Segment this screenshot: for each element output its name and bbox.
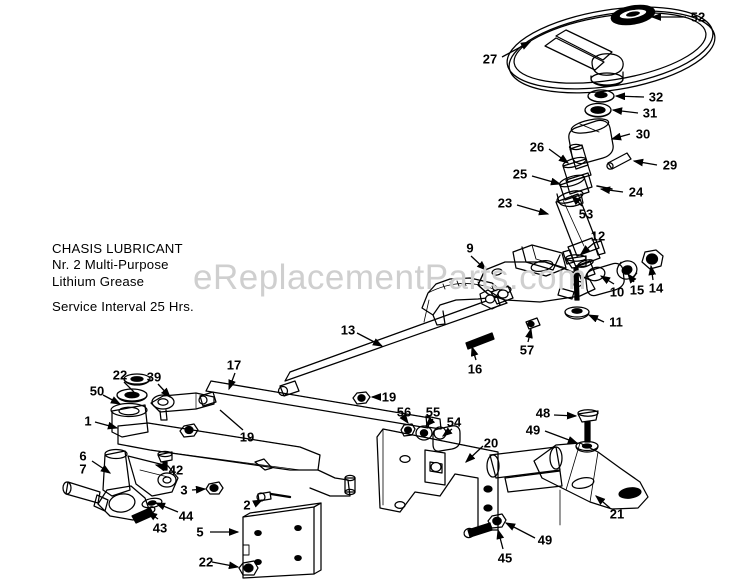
callout-55: 55: [425, 404, 441, 420]
callout-22a: 22: [112, 367, 128, 383]
washer-55: [415, 425, 433, 441]
callout-3: 3: [180, 482, 188, 498]
steering-arm-39: [150, 392, 215, 421]
steering-sector-gear: [421, 277, 501, 326]
roll-pin-29: [606, 152, 632, 170]
note-line-1: CHASIS LUBRICANT: [52, 241, 183, 256]
callout-49a: 49: [525, 422, 541, 438]
bolt-2: [256, 491, 292, 502]
lubricant-note: CHASIS LUBRICANT Nr. 2 Multi-Purpose Lit…: [52, 241, 282, 315]
steering-wheel-cap: [610, 4, 656, 26]
callout-30: 30: [635, 126, 651, 142]
callout-5: 5: [196, 524, 204, 540]
callout-32: 32: [648, 89, 664, 105]
callout-15: 15: [629, 282, 645, 298]
callout-25: 25: [512, 166, 528, 182]
callout-10: 10: [609, 284, 625, 300]
washer-22-upper: [123, 373, 151, 386]
callout-16: 16: [467, 361, 483, 377]
callout-6: 6: [79, 448, 87, 464]
frame-side-plate-20: [376, 428, 499, 531]
bolt-12: [565, 254, 587, 301]
steering-support-bracket: [477, 244, 596, 303]
callout-48: 48: [535, 405, 551, 421]
callout-26: 26: [529, 139, 545, 155]
bolt-45: [463, 522, 493, 539]
callout-39: 39: [146, 369, 162, 385]
left-spindle-body: [62, 448, 179, 521]
callout-2: 2: [243, 497, 251, 513]
pin-16: [465, 332, 495, 350]
nut-56: [400, 423, 416, 437]
callout-19a: 19: [381, 389, 397, 405]
callout-42: 42: [168, 462, 184, 478]
callout-19b: 19: [239, 429, 255, 445]
steering-wheel: [506, 6, 716, 94]
callout-56: 56: [396, 404, 412, 420]
callout-50: 50: [89, 383, 105, 399]
nut-19-left: [179, 423, 199, 438]
link-rod-lower: [344, 474, 356, 496]
nut-22-lower: [238, 560, 259, 576]
callout-1: 1: [84, 413, 92, 429]
callout-57: 57: [519, 342, 535, 358]
callout-7: 7: [79, 461, 87, 477]
callout-9: 9: [466, 240, 474, 256]
callout-11: 11: [609, 314, 623, 330]
note-line-3: Lithium Grease: [52, 273, 145, 289]
callout-43: 43: [152, 520, 168, 536]
washer-31: [584, 102, 612, 118]
clip-57: [525, 317, 541, 330]
callout-12: 12: [590, 228, 606, 244]
pin-24: [596, 185, 613, 190]
mounting-plate-5: [242, 502, 322, 579]
column-insert: [568, 118, 614, 165]
callout-24: 24: [628, 184, 644, 200]
callout-53: 53: [578, 206, 594, 222]
nut-14: [641, 249, 664, 270]
callout-22b: 22: [198, 554, 214, 570]
callout-13: 13: [340, 322, 356, 338]
nut-3: [205, 481, 224, 495]
leader-lines: [91, 13, 686, 570]
callout-21: 21: [609, 506, 625, 522]
washer-50: [116, 388, 148, 403]
callout-45: 45: [497, 550, 513, 566]
washer-32: [587, 89, 615, 103]
callout-49b: 49: [537, 532, 553, 548]
callout-44: 44: [178, 508, 194, 524]
note-line-4: Service Interval 25 Hrs.: [52, 298, 194, 314]
washer-44: [141, 497, 163, 509]
left-spindle-top: [110, 402, 149, 438]
nut-19-center: [352, 391, 371, 405]
callout-54: 54: [446, 414, 462, 430]
bushing-54: [432, 425, 461, 452]
callout-29: 29: [662, 157, 678, 173]
washer-15: [616, 260, 638, 280]
callout-31: 31: [642, 105, 658, 121]
note-line-2: Nr. 2 Multi-Purpose: [52, 257, 169, 273]
callout-17: 17: [226, 357, 242, 373]
washer-49-upper: [575, 440, 599, 453]
washer-49-lower: [487, 513, 507, 529]
bolt-48: [577, 409, 599, 443]
callout-23: 23: [497, 195, 513, 211]
callout-52: 52: [690, 9, 706, 25]
bushing-10: [585, 262, 625, 297]
callout-14: 14: [648, 280, 664, 296]
callout-20: 20: [483, 435, 499, 451]
callout-27: 27: [482, 51, 498, 67]
front-axle-beam: [117, 422, 351, 497]
washer-11: [564, 306, 590, 320]
